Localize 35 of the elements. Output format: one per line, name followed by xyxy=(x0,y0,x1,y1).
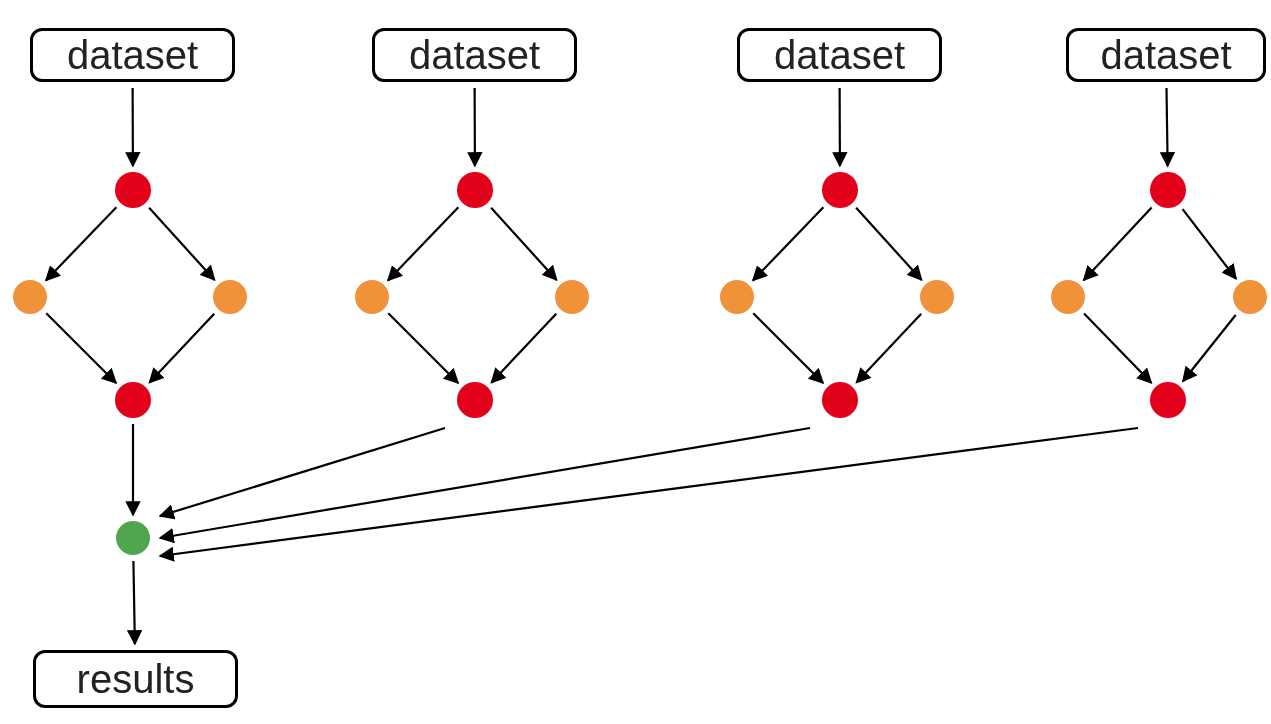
box-label: dataset xyxy=(1100,35,1232,75)
arrow xyxy=(752,312,825,385)
arrow xyxy=(751,206,825,282)
arrow xyxy=(1083,312,1153,384)
arrow xyxy=(125,424,141,517)
rounded-box xyxy=(30,28,235,82)
arrow xyxy=(855,207,923,282)
arrow xyxy=(387,312,460,385)
box-label: results xyxy=(76,659,195,699)
box-label: dataset xyxy=(773,35,906,75)
arrow xyxy=(1181,208,1237,280)
rounded-box xyxy=(1066,28,1266,82)
arrow xyxy=(1182,314,1237,383)
arrow xyxy=(45,312,118,385)
rounded-box xyxy=(737,28,942,82)
rounded-box xyxy=(372,28,577,82)
arrow xyxy=(1082,206,1153,282)
arrow xyxy=(44,206,118,282)
arrow xyxy=(490,207,558,282)
arrow xyxy=(126,561,143,646)
box-label: dataset xyxy=(66,35,199,75)
arrow xyxy=(855,313,923,384)
rounded-box xyxy=(33,650,238,708)
arrow xyxy=(158,426,446,520)
arrow xyxy=(125,88,141,168)
arrow xyxy=(490,313,558,384)
arrow xyxy=(386,206,460,282)
arrow xyxy=(158,426,811,544)
arrow xyxy=(148,207,216,282)
arrow xyxy=(148,313,216,384)
box-label: dataset xyxy=(408,35,541,75)
arrow xyxy=(158,426,1139,562)
arrow xyxy=(467,88,483,168)
arrow xyxy=(1159,88,1176,168)
arrow xyxy=(832,88,848,168)
